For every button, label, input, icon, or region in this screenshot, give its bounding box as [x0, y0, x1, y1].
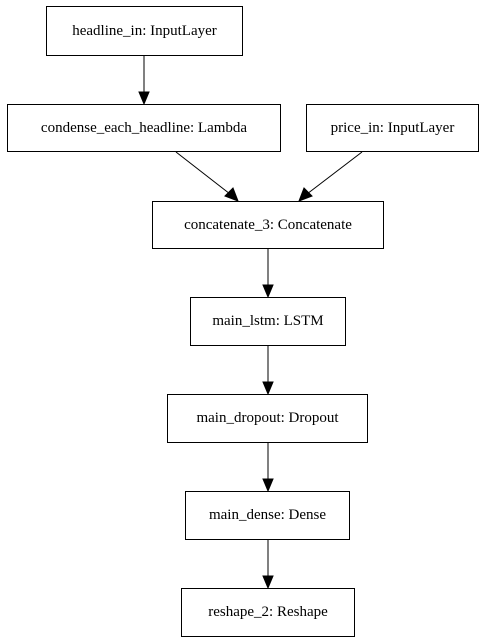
node-main-dropout: main_dropout: Dropout	[167, 394, 368, 443]
edge-lstm-to-dropout	[262, 346, 274, 396]
edge-price-in-to-concatenate	[298, 151, 363, 202]
edge-dropout-to-dense	[262, 443, 274, 493]
node-concatenate-3: concatenate_3: Concatenate	[152, 201, 384, 249]
node-reshape-2: reshape_2: Reshape	[181, 588, 355, 637]
edge-concatenate-to-lstm	[262, 249, 274, 299]
node-main-dense: main_dense: Dense	[185, 491, 350, 540]
node-main-lstm: main_lstm: LSTM	[190, 297, 346, 346]
edge-condense-to-concatenate	[175, 151, 239, 202]
node-price-in: price_in: InputLayer	[306, 104, 479, 152]
node-headline-in: headline_in: InputLayer	[46, 6, 243, 56]
edge-headline-in-to-condense	[138, 56, 150, 106]
node-condense-each-headline: condense_each_headline: Lambda	[7, 104, 281, 152]
edge-dense-to-reshape	[262, 540, 274, 590]
